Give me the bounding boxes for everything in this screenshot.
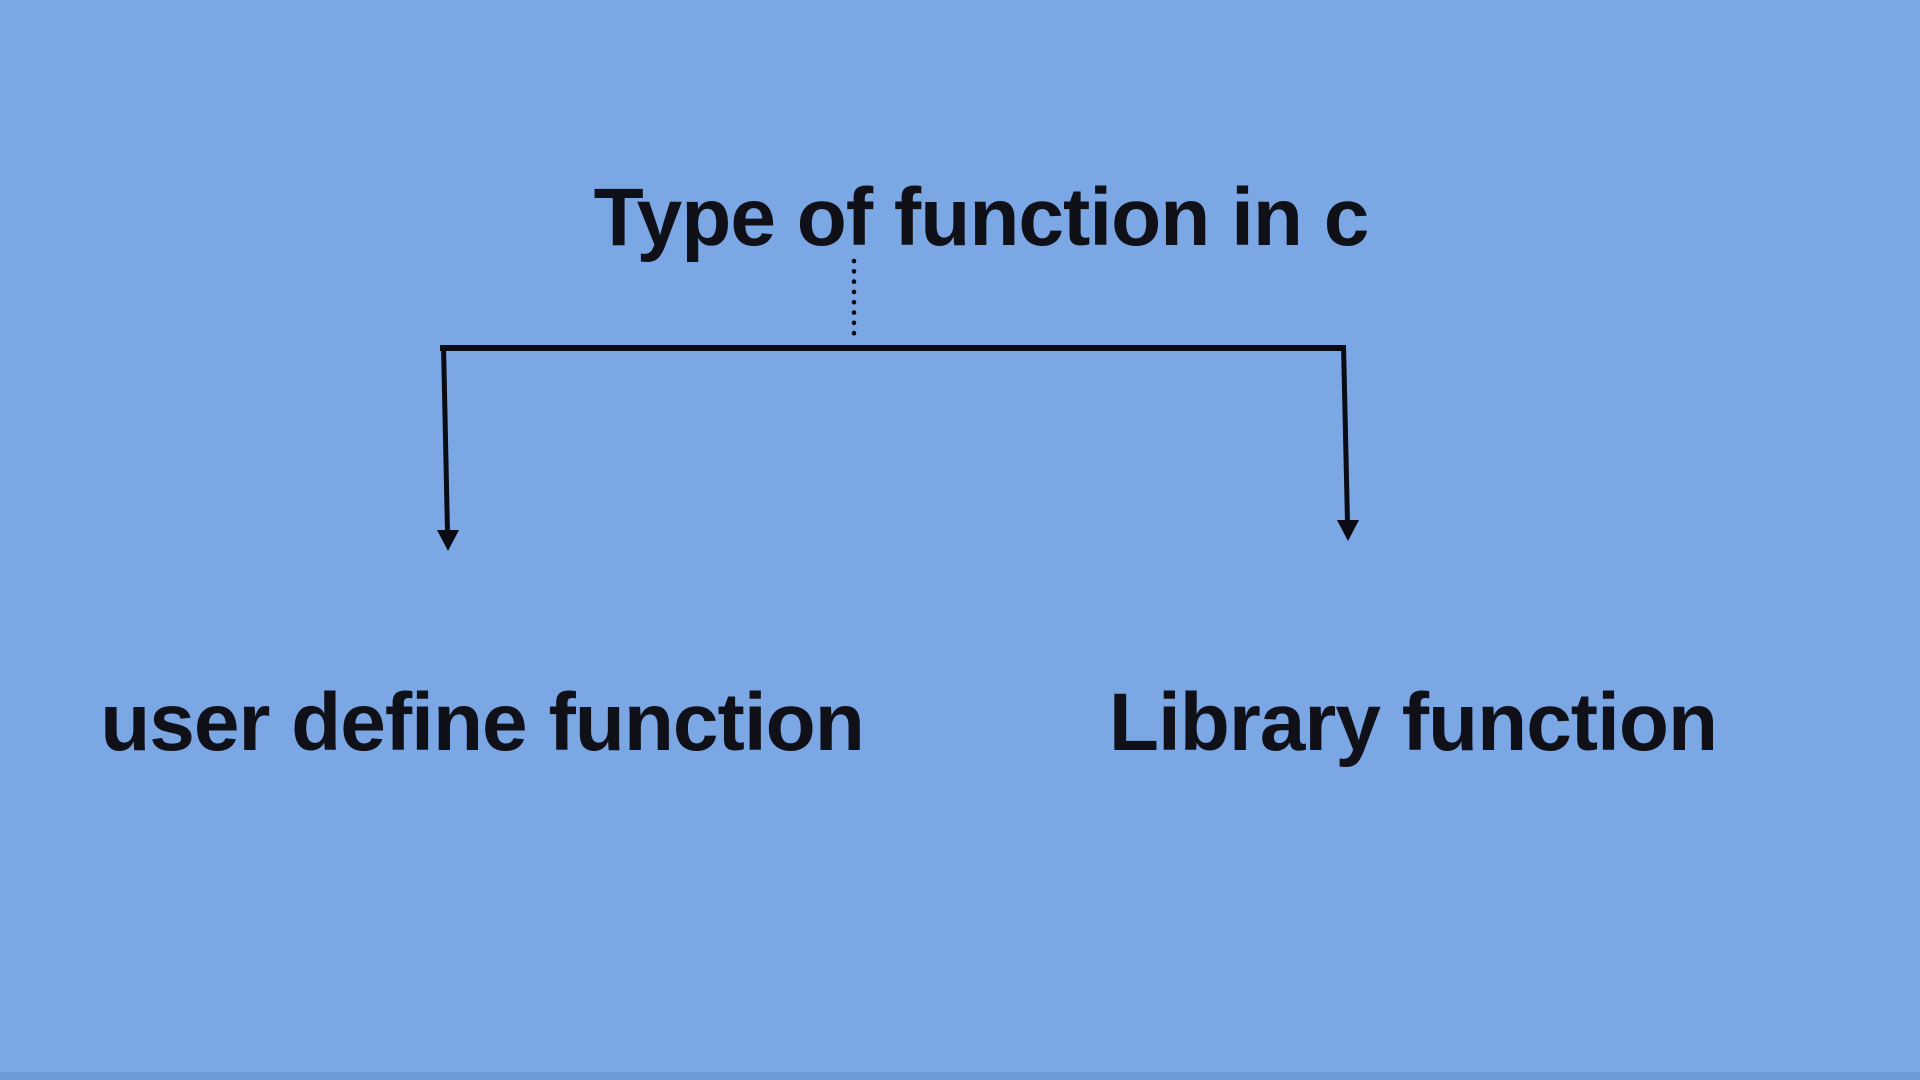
- left-down-arrowhead-icon: [437, 530, 459, 551]
- right-down-arrowhead-icon: [1337, 520, 1359, 541]
- left-arrow-shaft: [441, 344, 450, 534]
- root-node-label: Type of function in c: [593, 172, 1370, 263]
- right-arrow-shaft: [1341, 344, 1350, 524]
- bottom-edge-strip: [0, 1072, 1920, 1080]
- child-node-label-user-define-function: user define function: [100, 677, 865, 768]
- child-node-label-library-function: Library function: [1108, 677, 1718, 768]
